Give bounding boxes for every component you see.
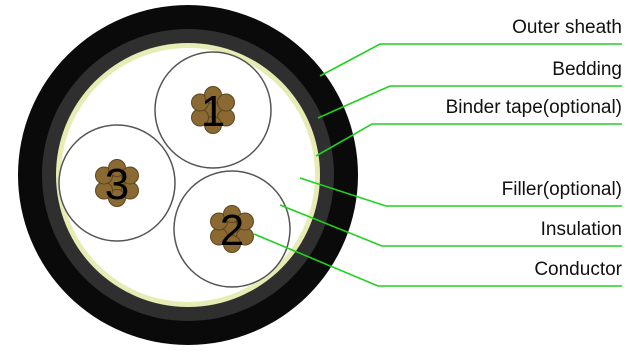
leader-insulation [279,204,622,247]
core-1: 1 [154,51,272,169]
core-2-conductor [210,205,254,253]
core-3-number: 3 [105,160,129,209]
core-2-number: 2 [220,206,244,255]
conductor-strand [216,93,235,112]
label-bedding: Bedding [552,59,622,80]
core-3-conductor [95,159,139,207]
core-2: 2 [173,170,291,288]
label-conductor: Conductor [534,259,622,280]
conductor-strand [120,166,139,185]
label-insulation: Insulation [540,219,622,240]
core-1-conductor [191,86,235,134]
leader-lines [253,43,622,287]
leader-outer-sheath [319,43,622,77]
label-filler: Filler(optional) [501,179,622,200]
leader-binder-tape [315,123,622,157]
conductor-strand [235,212,254,231]
label-binder-tape: Binder tape(optional) [445,97,622,118]
label-outer-sheath: Outer sheath [512,17,622,38]
leader-bedding [317,85,622,119]
leader-conductor [253,233,622,287]
core-1-number: 1 [201,87,225,136]
core-3: 3 [58,124,176,242]
leader-filler [299,177,622,207]
